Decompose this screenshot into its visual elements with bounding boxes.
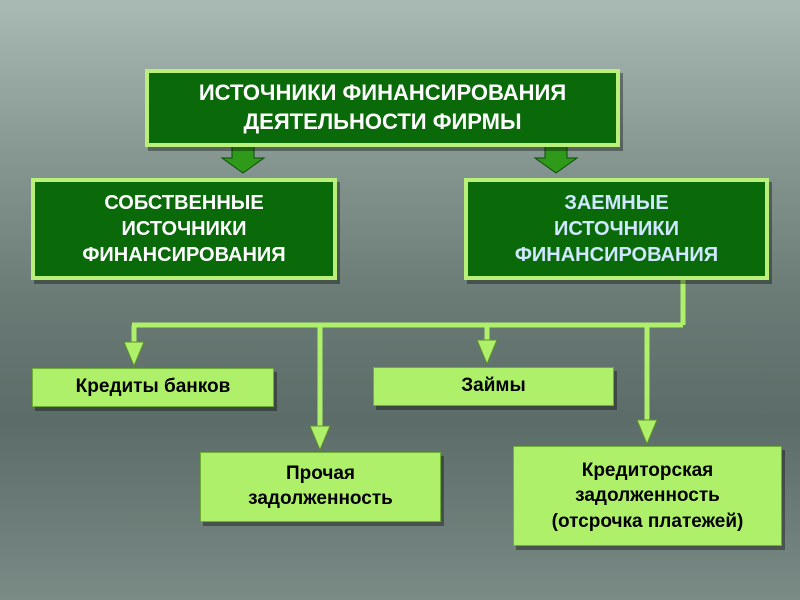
bank-loans-box: Кредиты банков — [32, 368, 274, 407]
other-debt-box: Прочая задолженность — [200, 452, 441, 522]
own-sources-box: СОБСТВЕННЫЕ ИСТОЧНИКИ ФИНАНСИРОВАНИЯ — [31, 178, 337, 280]
connector-lines — [131, 280, 686, 428]
arrowhead-other-debt — [309, 425, 331, 452]
accounts-payable-box: Кредиторская задолженность (отсрочка пла… — [513, 446, 782, 546]
accounts-payable-text: Кредиторская задолженность (отсрочка пла… — [551, 459, 744, 532]
arrowhead-accounts-payable — [636, 419, 658, 446]
borrowed-sources-box: ЗАЕМНЫЕ ИСТОЧНИКИ ФИНАНСИРОВАНИЯ — [464, 178, 769, 280]
arrowhead-bank-loans — [123, 341, 145, 368]
loans-box: Займы — [373, 367, 614, 406]
other-debt-text: Прочая задолженность — [248, 463, 393, 509]
arrowhead-loans — [476, 339, 498, 366]
bank-loans-text: Кредиты банков — [75, 376, 231, 398]
borrowed-sources-text: ЗАЕМНЫЕ ИСТОЧНИКИ ФИНАНСИРОВАНИЯ — [514, 192, 719, 266]
own-sources-text: СОБСТВЕННЫЕ ИСТОЧНИКИ ФИНАНСИРОВАНИЯ — [82, 192, 286, 266]
title-text: ИСТОЧНИКИ ФИНАНСИРОВАНИЯ ДЕЯТЕЛЬНОСТИ ФИ… — [198, 80, 567, 134]
loans-text: Займы — [461, 375, 526, 397]
title-box: ИСТОЧНИКИ ФИНАНСИРОВАНИЯ ДЕЯТЕЛЬНОСТИ ФИ… — [145, 69, 620, 147]
